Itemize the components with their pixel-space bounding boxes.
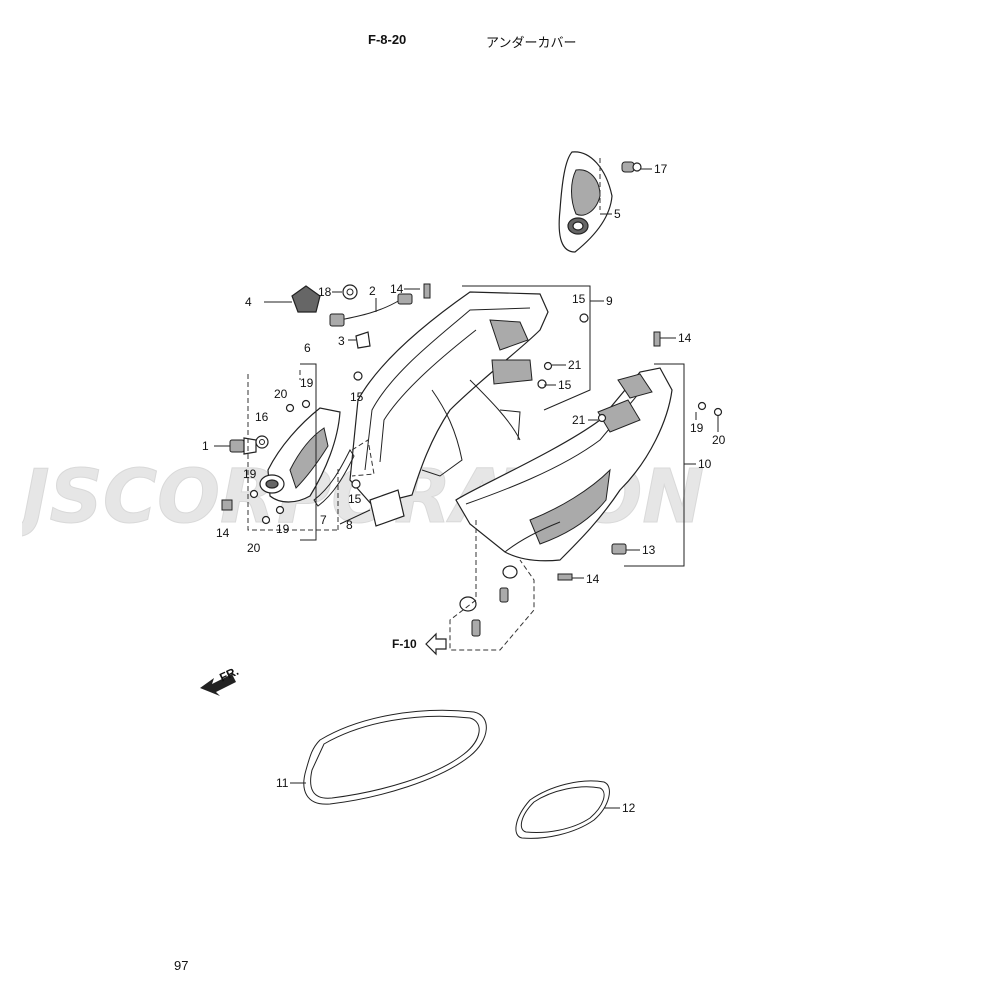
page-number: 97 xyxy=(174,958,189,973)
callout-20-upper: 20 xyxy=(274,387,288,401)
callout-16: 16 xyxy=(255,410,269,424)
callout-14-bottom: 14 xyxy=(586,572,600,586)
front-direction-arrow: FR. xyxy=(200,664,241,696)
callout-20-lower: 20 xyxy=(247,541,261,555)
part-4-boot xyxy=(291,285,321,313)
callout-6: 6 xyxy=(304,341,311,355)
callout-19-mid: 19 xyxy=(243,467,257,481)
callout-14-left: 14 xyxy=(216,526,230,540)
callout-11: 11 xyxy=(276,776,289,790)
group-boxes xyxy=(300,285,685,567)
callout-15-mid: 15 xyxy=(558,378,572,392)
part-3-clip xyxy=(355,331,371,349)
direction-label: FR. xyxy=(217,664,240,685)
callout-18: 18 xyxy=(318,285,332,299)
callout-5: 5 xyxy=(614,207,621,221)
part-17-grommet xyxy=(621,161,642,173)
callout-20-right: 20 xyxy=(712,433,726,447)
part-2-switch-harness xyxy=(329,293,413,327)
part-1-knob xyxy=(229,437,257,455)
callout-13: 13 xyxy=(642,543,656,557)
callout-14-top: 14 xyxy=(390,282,404,296)
figure-code: F-8-20 xyxy=(368,32,407,47)
fasteners xyxy=(221,283,723,581)
callout-19-upper: 19 xyxy=(300,376,314,390)
part-16-nut xyxy=(255,435,269,449)
callout-19-right: 19 xyxy=(690,421,704,435)
callout-21-upper: 21 xyxy=(568,358,582,372)
part-8-plate xyxy=(369,489,405,527)
reference-label: F-10 xyxy=(392,637,417,651)
callout-12: 12 xyxy=(622,801,636,815)
callout-labels: 17 5 9 15 14 21 15 21 19 20 10 13 14 12 … xyxy=(202,162,726,815)
part-9-under-cover-left xyxy=(349,291,549,506)
dashed-group-outlines xyxy=(247,158,601,651)
part-18-clamp xyxy=(342,284,358,300)
callout-4: 4 xyxy=(245,295,252,309)
part-7-seal xyxy=(313,449,355,507)
figure-title: アンダーカバー xyxy=(486,35,577,50)
part-12-gasket xyxy=(515,780,610,839)
callout-10: 10 xyxy=(698,457,712,471)
callout-9: 9 xyxy=(606,294,613,308)
callout-1: 1 xyxy=(202,439,209,453)
callout-15-lower: 15 xyxy=(348,492,362,506)
bottom-fittings xyxy=(459,565,518,637)
callout-14-right: 14 xyxy=(678,331,692,345)
reference-arrow: F-10 xyxy=(392,632,447,656)
callout-3: 3 xyxy=(338,334,345,348)
callout-15-left: 15 xyxy=(350,390,364,404)
callout-15-top: 15 xyxy=(572,292,586,306)
part-10-under-cover-right xyxy=(455,367,673,562)
callout-17: 17 xyxy=(654,162,668,176)
part-6-bracket xyxy=(259,407,341,503)
leader-lines xyxy=(214,168,719,809)
part-5-side-plate xyxy=(558,151,613,253)
callout-7: 7 xyxy=(320,513,327,527)
callout-2: 2 xyxy=(369,284,376,298)
callout-8: 8 xyxy=(346,518,353,532)
callout-19-lower: 19 xyxy=(276,522,290,536)
part-11-gasket xyxy=(303,709,487,805)
part-13-valve xyxy=(611,543,627,555)
callout-21-lower: 21 xyxy=(572,413,586,427)
